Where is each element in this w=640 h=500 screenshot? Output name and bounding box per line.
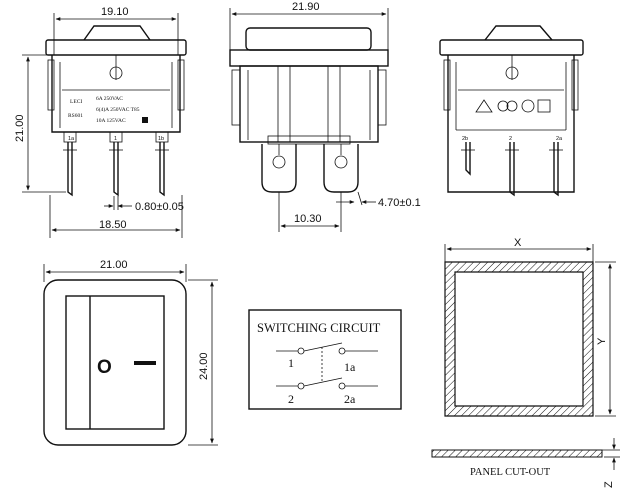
dim-pin-thickness: 0.80±0.05 (135, 201, 184, 213)
terminal-2a: 2a (344, 392, 356, 406)
cutout-z-label: Z (603, 481, 615, 488)
panel-cutout: X Y Z PANEL CUT-OUT (431, 237, 620, 488)
circuit-title: SWITCHING CIRCUIT (257, 321, 381, 335)
dim-height-side: 21.00 (14, 114, 26, 142)
pin-label-2b: 2b (462, 136, 468, 142)
brand-text-2: RS601 (68, 113, 83, 119)
bezel-front-view: 21.00 O 24.00 (43, 259, 218, 446)
pin-label-1b: 1b (158, 136, 164, 142)
cutout-caption: PANEL CUT-OUT (470, 467, 551, 478)
pin-label-2a: 2a (556, 136, 563, 142)
rocker-off-symbol: O (97, 357, 112, 378)
side-view-left: 19.10 LECI RS601 6A 250VAC 6(4)A 250VAC … (14, 6, 187, 238)
dim-width-front: 21.90 (292, 1, 320, 13)
switching-circuit: SWITCHING CIRCUIT 1 1a 2 2a (248, 309, 402, 410)
dim-width-top: 19.10 (101, 6, 129, 18)
side-view-right: 2b 2 2a (439, 25, 584, 197)
brand-text-1: LECI (70, 99, 82, 105)
dim-bezel-height: 24.00 (198, 352, 210, 380)
rocker-on-symbol (134, 361, 156, 365)
pin-label-1a: 1a (68, 136, 75, 142)
rating-text-3: 10A 125VAC (96, 118, 126, 124)
dim-tab-spacing: 10.30 (294, 213, 322, 225)
dim-pin-span: 18.50 (99, 219, 127, 231)
pin-label-2: 2 (509, 136, 512, 142)
dim-bezel-width: 21.00 (100, 259, 128, 271)
rating-text-1: 6A 250VAC (96, 96, 123, 102)
dim-tab-width: 4.70±0.1 (378, 197, 421, 209)
terminal-1a: 1a (344, 360, 356, 374)
front-view-center: 21.90 4.70±0.1 10.30 (229, 1, 421, 232)
terminal-2: 2 (288, 392, 294, 406)
pin-label-1: 1 (114, 136, 117, 142)
cutout-y-label: Y (596, 337, 608, 345)
cutout-x-label: X (514, 237, 522, 249)
rating-text-2: 6(4)A 250VAC T85 (96, 106, 140, 113)
terminal-1: 1 (288, 356, 294, 370)
